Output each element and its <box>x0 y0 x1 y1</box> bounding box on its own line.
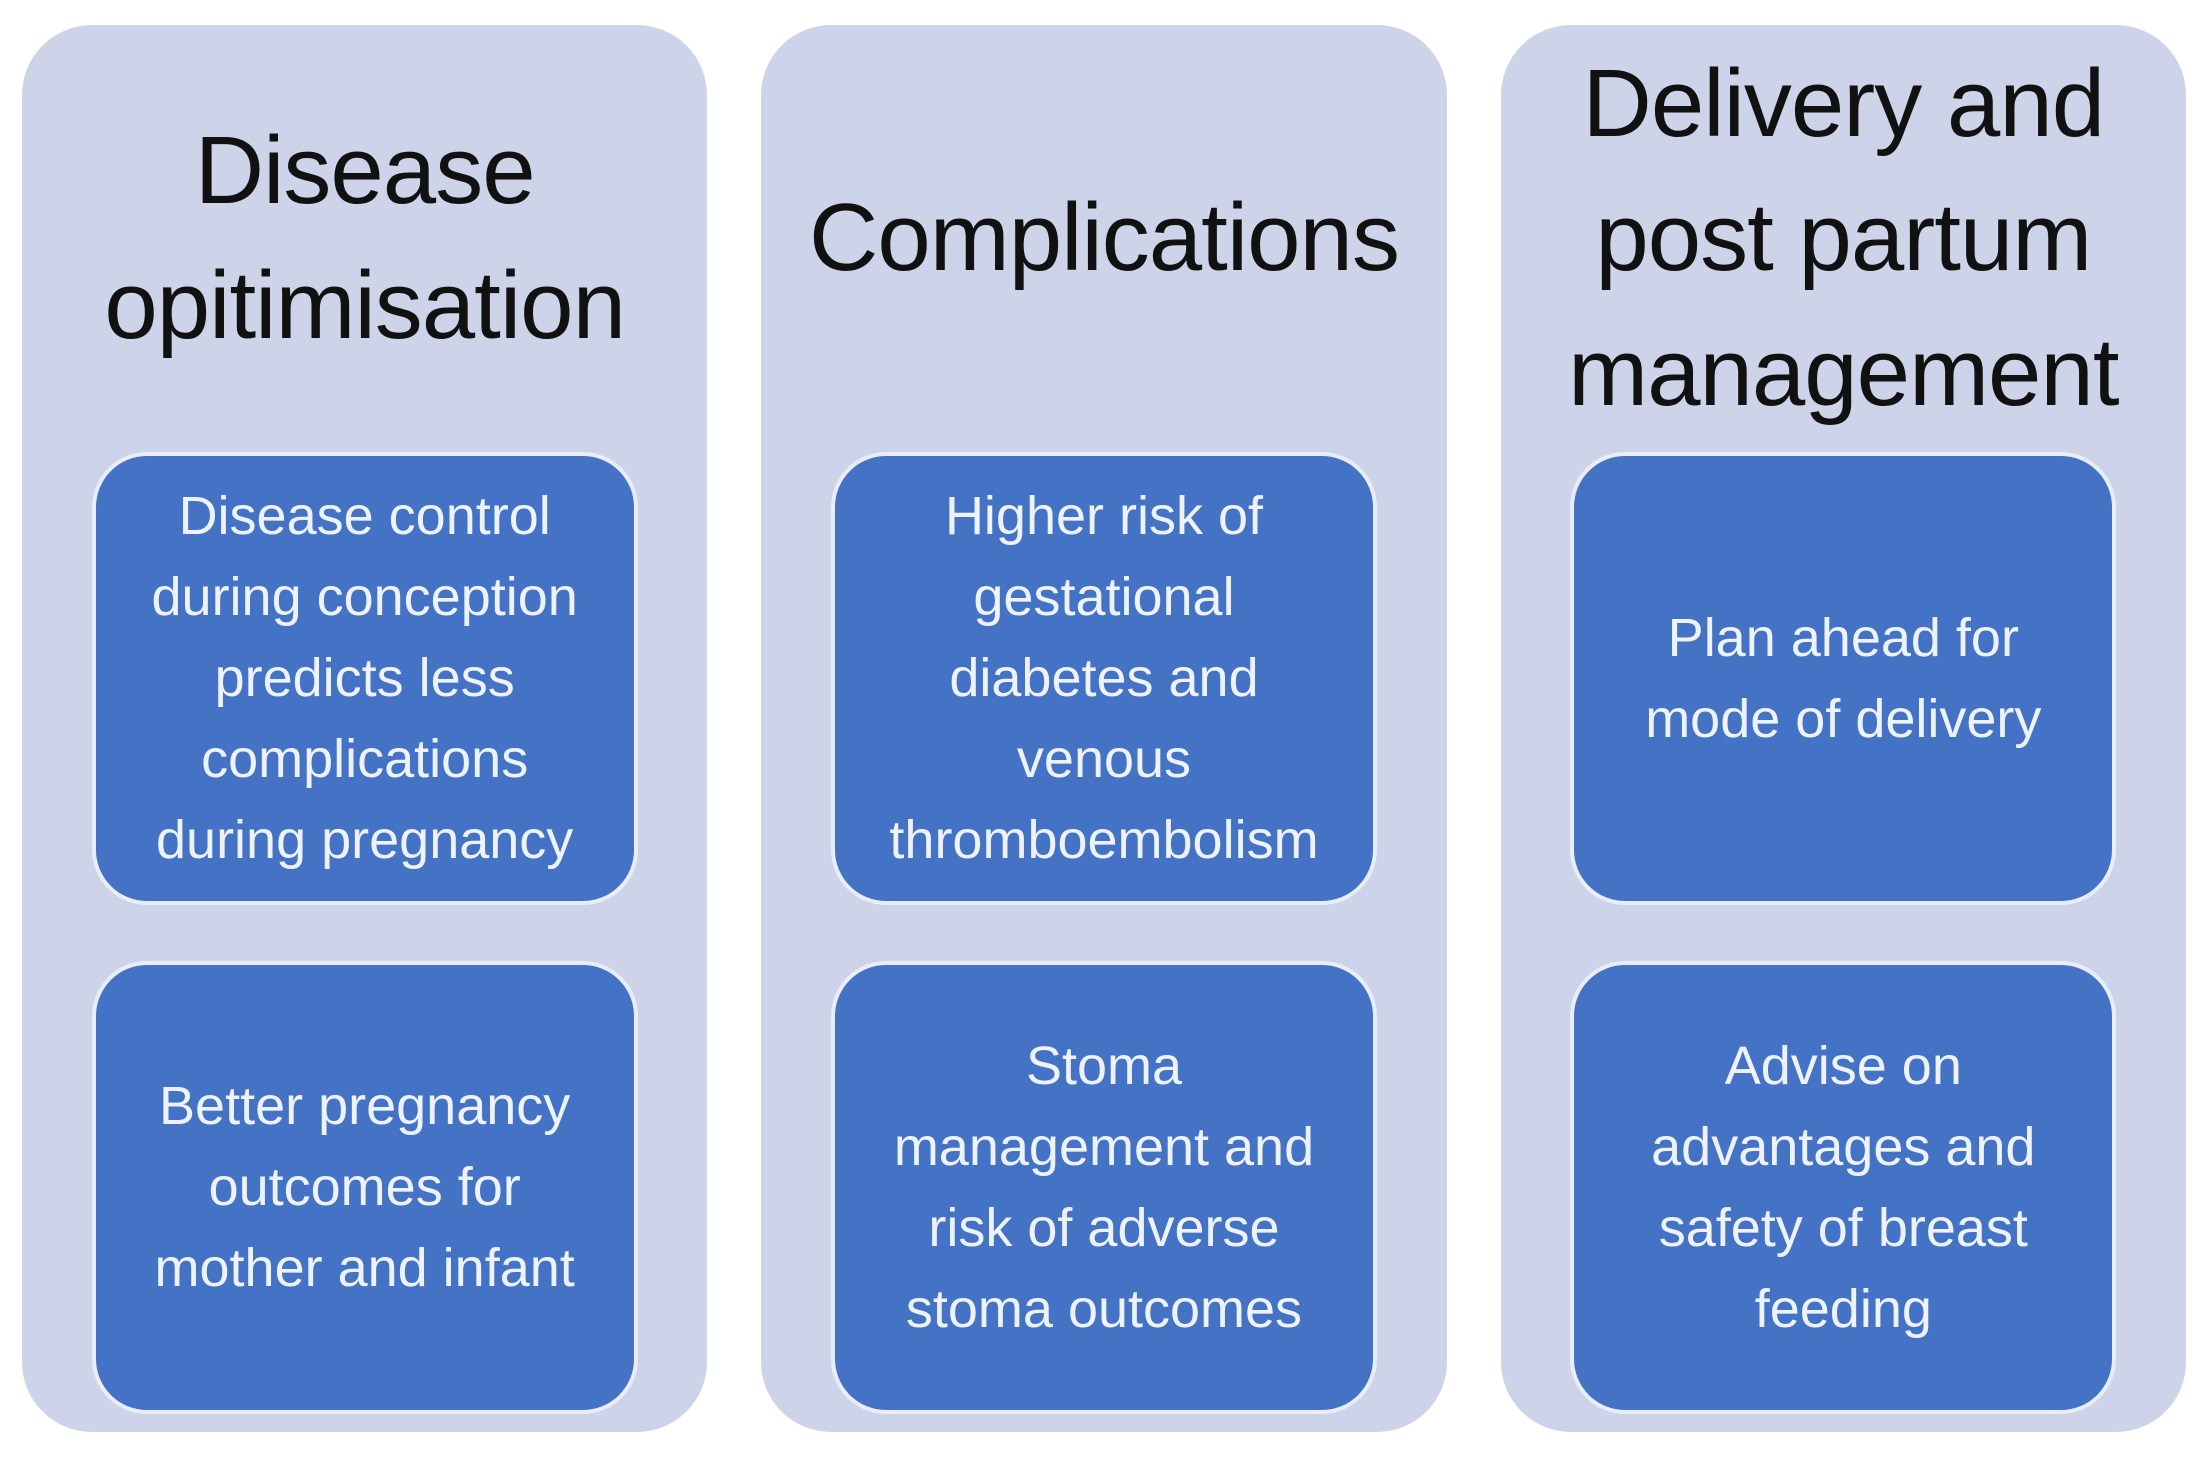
column-title-delivery-postpartum: Delivery and post partum management <box>1568 49 2119 426</box>
info-box-text-stoma-management: Stoma management and risk of adverse sto… <box>893 1035 1315 1339</box>
info-box-text-breast-feeding: Advise on advantages and safety of breas… <box>1651 1035 2036 1339</box>
info-box-text-disease-control: Disease control during conception predic… <box>151 486 578 870</box>
info-box-text-gestational-risk: Higher risk of gestational diabetes and … <box>889 486 1319 870</box>
info-box-stoma-management: Stoma management and risk of adverse sto… <box>830 961 1377 1414</box>
info-box-text-pregnancy-outcomes: Better pregnancy outcomes for mother and… <box>154 1076 575 1298</box>
column-title-complications: Complications <box>809 184 1400 292</box>
column-complications: Complications Higher risk of gestational… <box>761 25 1447 1432</box>
column-disease-optimisation: Disease opitimisation Disease control du… <box>22 25 708 1432</box>
info-box-disease-control: Disease control during conception predic… <box>91 452 638 905</box>
info-box-breast-feeding: Advise on advantages and safety of breas… <box>1570 961 2117 1414</box>
info-box-text-delivery-mode: Plan ahead for mode of delivery <box>1645 607 2042 749</box>
info-box-delivery-mode: Plan ahead for mode of delivery <box>1570 452 2117 905</box>
info-box-gestational-risk: Higher risk of gestational diabetes and … <box>830 452 1377 905</box>
column-title-disease-optimisation: Disease opitimisation <box>104 117 626 359</box>
column-delivery-postpartum: Delivery and post partum management Plan… <box>1500 25 2186 1432</box>
info-box-pregnancy-outcomes: Better pregnancy outcomes for mother and… <box>91 961 638 1414</box>
